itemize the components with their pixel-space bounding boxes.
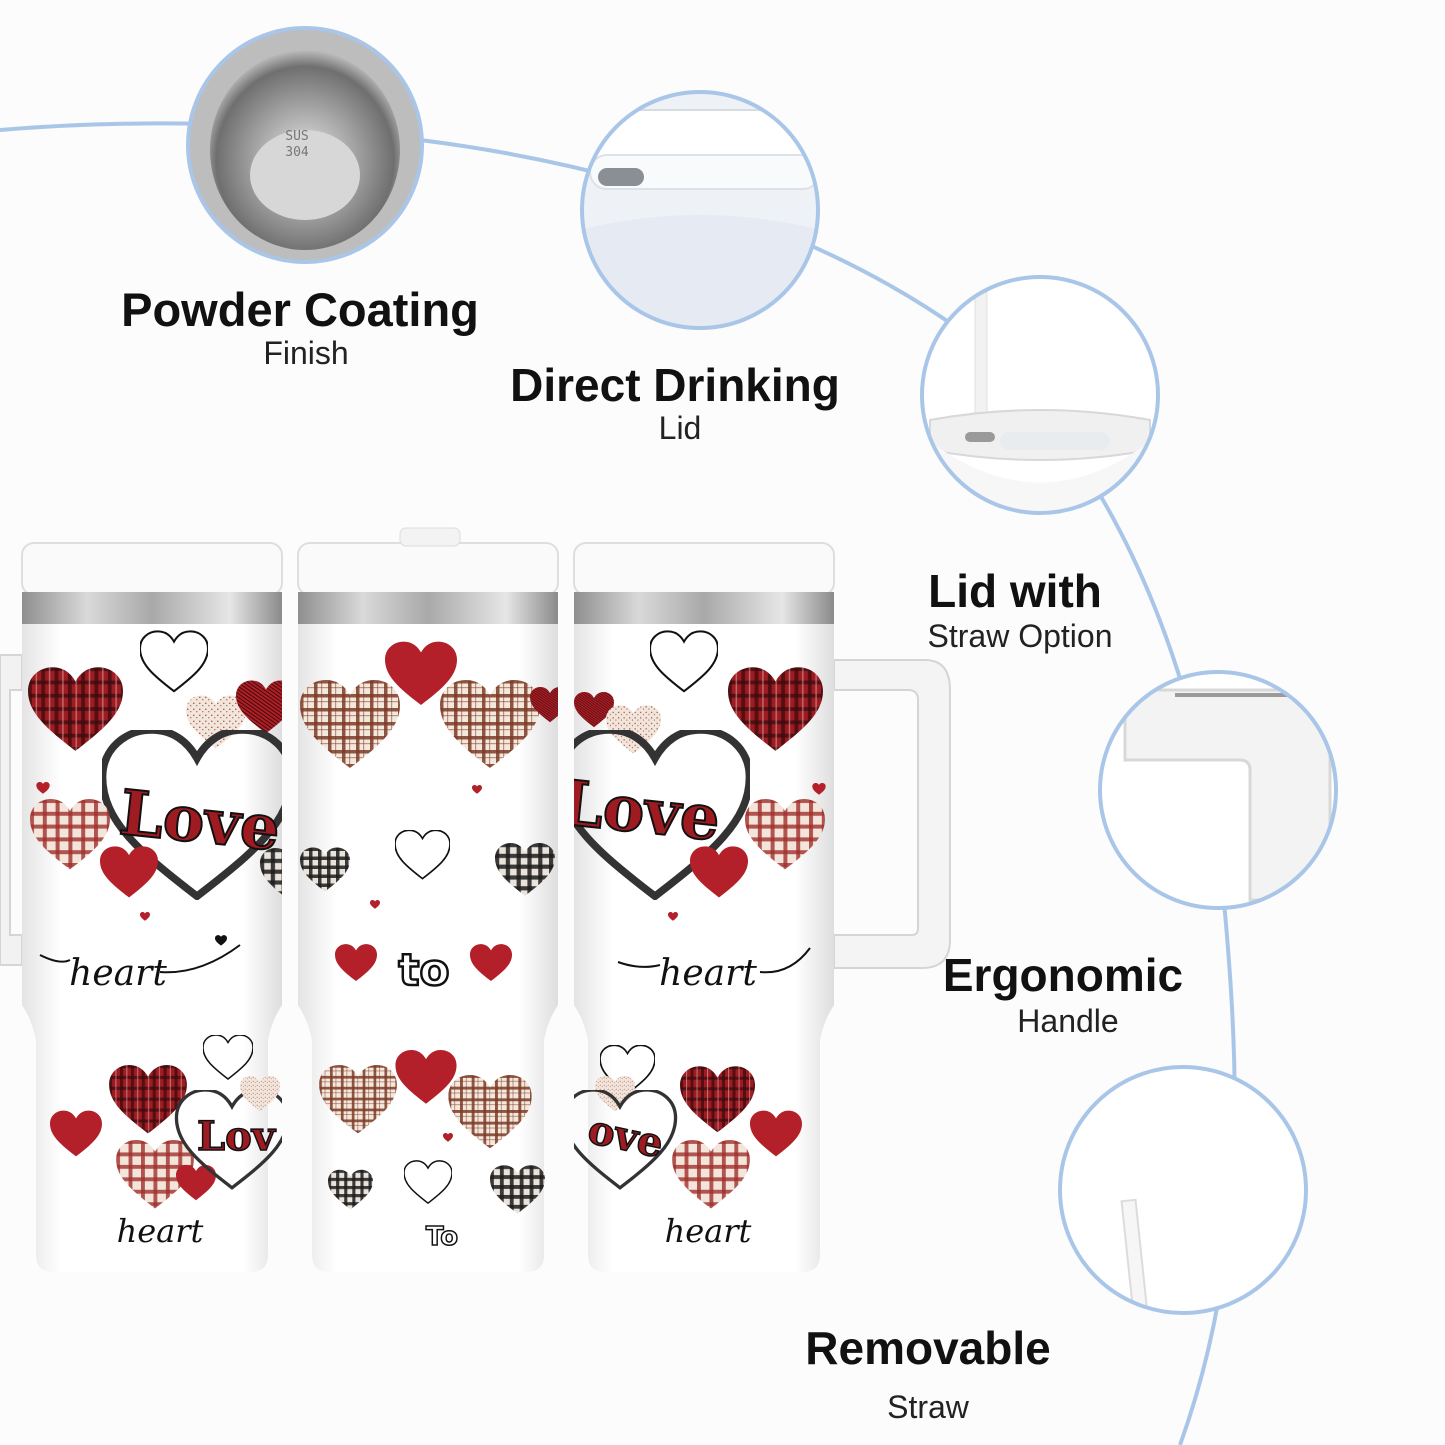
feature-subtitle-powder-coating: Finish — [263, 335, 348, 371]
tumbler-handle-right — [833, 659, 951, 969]
tumbler-right: Love heart ove heart — [556, 542, 951, 1272]
detail-circle-straw — [1058, 1065, 1308, 1315]
print-love: Love — [116, 776, 283, 865]
tumbler-middle: to To — [297, 527, 559, 1272]
detail-circle-straw-lid — [920, 275, 1160, 515]
print-to-bottom: To — [426, 1222, 458, 1252]
sus304-stamp: SUS — [285, 129, 308, 144]
feature-title-powder-coating: Powder Coating — [121, 283, 479, 336]
feature-title-removable: Removable — [805, 1322, 1050, 1374]
print-to: to — [398, 945, 449, 996]
feature-subtitle-lid-with-straw: Straw Option — [928, 618, 1113, 654]
print-heart-script-right: heart — [659, 953, 757, 994]
print-heart-script-right-bottom: heart — [665, 1212, 752, 1250]
detail-circle-powder-coating: SUS 304 — [186, 26, 424, 264]
tumbler-left: Love heart Lov heart — [0, 542, 283, 1272]
print-love-partial: Lov — [197, 1113, 277, 1160]
print-heart-script: heart — [69, 953, 167, 994]
tumbler-handle — [0, 654, 23, 966]
detail-circle-drinking-lid — [580, 90, 820, 330]
print-heart-script-bottom: heart — [117, 1212, 204, 1250]
print-love-right: Love — [556, 766, 723, 855]
feature-subtitle-removable: Straw — [887, 1389, 970, 1425]
feature-subtitle-direct-drinking: Lid — [659, 410, 702, 446]
detail-circle-handle — [1098, 670, 1338, 910]
feature-subtitle-ergonomic: Handle — [1017, 1003, 1118, 1039]
feature-title-ergonomic: Ergonomic — [943, 949, 1183, 1001]
feature-title-lid-with-straw: Lid with — [928, 565, 1102, 617]
svg-text:304: 304 — [285, 145, 309, 160]
feature-title-direct-drinking: Direct Drinking — [510, 359, 840, 411]
